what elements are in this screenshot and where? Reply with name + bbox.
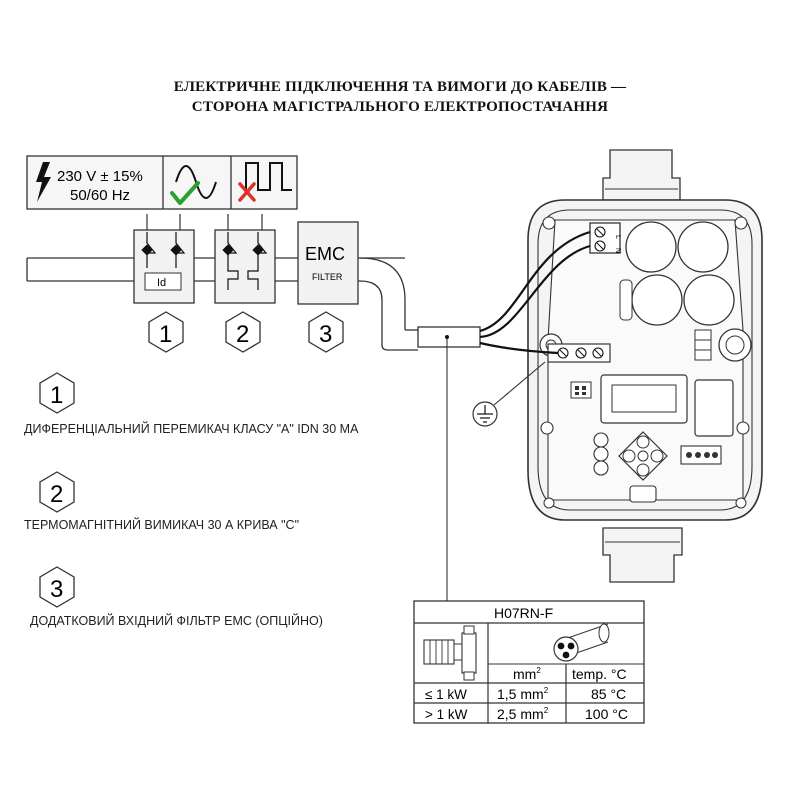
wires [479, 230, 591, 355]
legend-hex-3: 3 [39, 566, 75, 608]
terminal-n-label: N [614, 248, 621, 253]
row2-section: 2,5 mm2 [497, 706, 549, 722]
col-temp-header: temp. °C [572, 666, 627, 682]
legend-2-text: ТЕРМОМАГНІТНИЙ ВИМИКАЧ 30 А КРИВА "С" [24, 518, 300, 532]
legend-1-number: 1 [50, 382, 63, 409]
row2-power: > 1 kW [425, 707, 468, 722]
page-title-line1: ЕЛЕКТРИЧНЕ ПІДКЛЮЧЕННЯ ТА ВИМОГИ ДО КАБЕ… [173, 79, 627, 95]
sine-wave-icon [175, 165, 217, 199]
marker-2: 2 [225, 311, 261, 353]
emc-filter: EMC FILTER [297, 221, 359, 305]
earth-symbol [472, 361, 546, 427]
pump-motor-icon [423, 625, 477, 681]
emc-sublabel: FILTER [312, 272, 343, 282]
cable-section-icon [553, 623, 610, 662]
marker-3: 3 [308, 311, 344, 353]
cable-table: H07RN-F [413, 600, 645, 724]
col-section-header: mm2 [513, 666, 541, 682]
row1-temp: 85 °C [591, 686, 626, 702]
differential-breaker: Id [133, 214, 195, 304]
square-wave-icon [245, 162, 292, 191]
cross-icon [238, 182, 256, 202]
emc-label: EMC [305, 244, 345, 264]
legend-hex-1: 1 [39, 372, 75, 414]
legend-2-number: 2 [50, 481, 63, 508]
supply-frequency: 50/60 Hz [70, 187, 130, 204]
legend-3-number: 3 [50, 576, 63, 603]
marker-1: 1 [148, 311, 184, 353]
marker-1-number: 1 [159, 321, 172, 348]
supply-voltage: 230 V ± 15% [57, 168, 143, 185]
page-title-line2: СТОРОНА МАГІСТРАЛЬНОГО ЕЛЕКТРОПОСТАЧАННЯ [191, 99, 609, 115]
marker-3-number: 3 [319, 321, 332, 348]
checkmark-icon [170, 181, 200, 205]
breaker-label: Id [157, 277, 166, 289]
cable-type: H07RN-F [494, 605, 553, 621]
marker-2-number: 2 [236, 321, 249, 348]
terminal-l-label: L [614, 235, 621, 239]
row1-section: 1,5 mm2 [497, 686, 549, 702]
thermomagnetic-breaker [214, 214, 276, 304]
lightning-icon [36, 162, 51, 202]
pump-controller: L N [527, 149, 763, 583]
legend-1-text: ДИФЕРЕНЦІАЛЬНИЙ ПЕРЕМИКАЧ КЛАСУ "А" IDN … [24, 422, 359, 436]
legend-3-text: ДОДАТКОВИЙ ВХІДНИЙ ФІЛЬТР ЕМС (ОПЦІЙНО) [30, 614, 323, 628]
legend-hex-2: 2 [39, 471, 75, 513]
supply-spec-box: 230 V ± 15% 50/60 Hz [26, 155, 298, 210]
row2-temp: 100 °C [585, 706, 628, 722]
row1-power: ≤ 1 kW [425, 687, 467, 702]
